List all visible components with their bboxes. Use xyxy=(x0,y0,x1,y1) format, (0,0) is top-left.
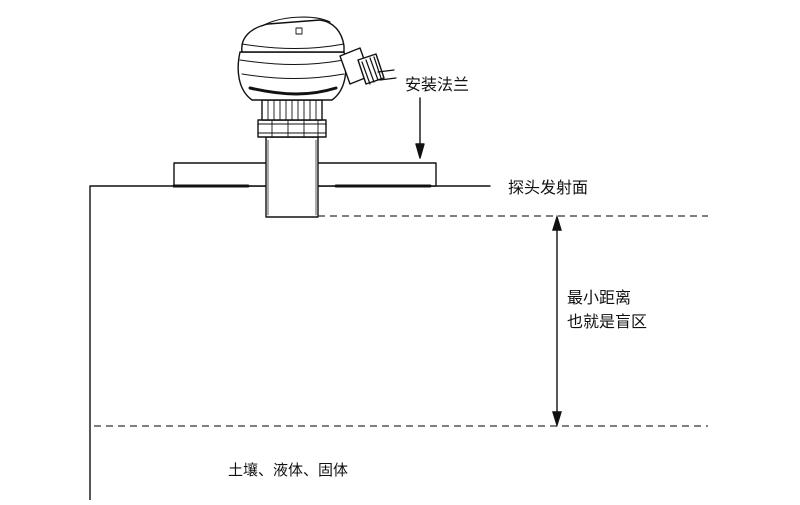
threaded-collar xyxy=(257,119,327,138)
min-distance-label: 最小距离 xyxy=(567,288,632,307)
medium-label: 土壤、液体、固体 xyxy=(228,461,349,479)
flange-arrow-head xyxy=(415,143,425,159)
probe-emitting-face-label: 探头发射面 xyxy=(508,178,589,197)
probe-tube xyxy=(265,136,319,218)
collar-nuts xyxy=(257,119,327,138)
cable-end xyxy=(377,69,397,81)
lid-screw xyxy=(295,27,303,35)
housing-shadow xyxy=(248,86,338,96)
cable-gland-nut xyxy=(357,53,385,85)
lid-rim xyxy=(241,43,345,49)
mounting-flange-label: 安装法兰 xyxy=(405,75,470,94)
min-distance-arrow-bottom xyxy=(552,411,562,428)
housing-lid xyxy=(241,19,345,53)
lid-top xyxy=(261,16,331,27)
housing-band xyxy=(239,59,345,79)
blind-zone-label: 也就是盲区 xyxy=(567,312,648,331)
tank-wall-line xyxy=(89,185,491,501)
min-distance-arrow-top xyxy=(552,214,562,231)
cable-gland-thread xyxy=(361,56,382,85)
neck-ribs xyxy=(267,99,317,121)
